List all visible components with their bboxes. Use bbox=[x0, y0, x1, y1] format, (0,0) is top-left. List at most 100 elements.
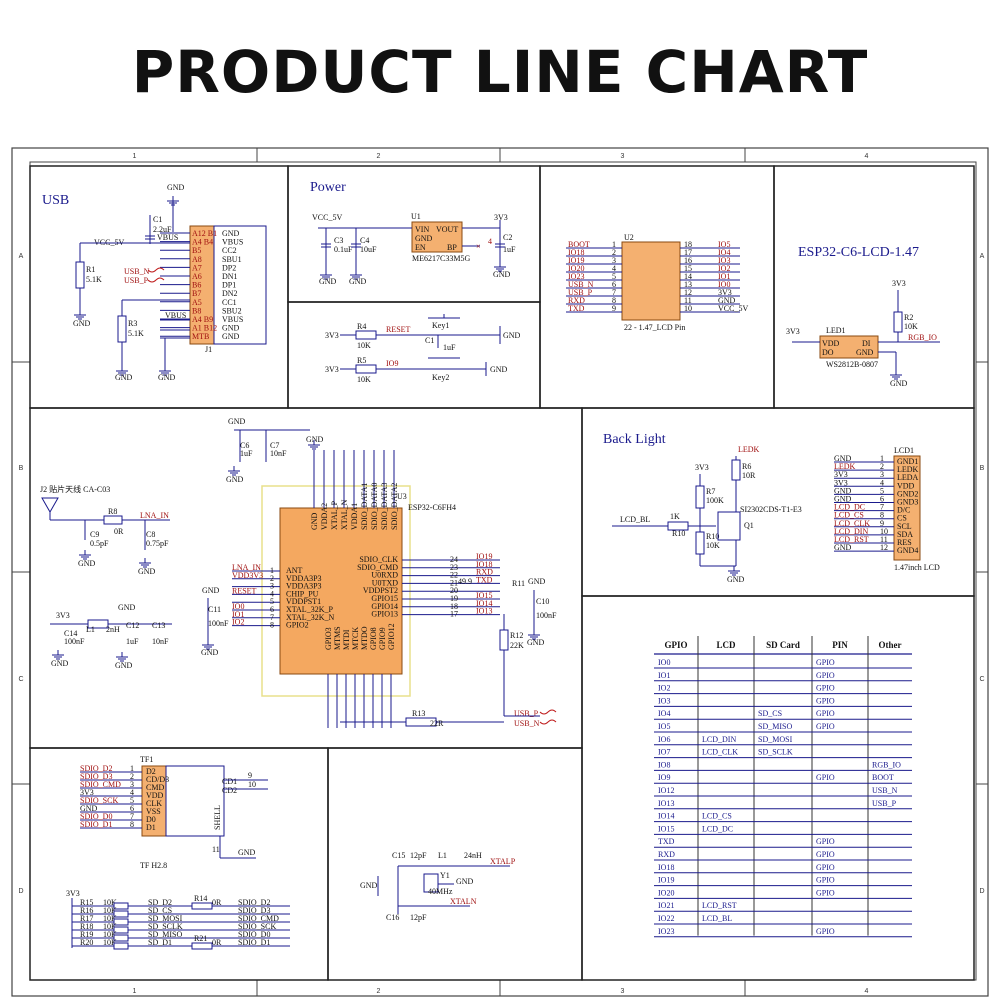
mcu-vdd-net: 3V3 bbox=[56, 611, 70, 620]
frame-col-label: 1 bbox=[133, 153, 137, 160]
usb-gnd-label: GND bbox=[115, 373, 133, 382]
usb-pin-number: A4 B4 bbox=[192, 238, 213, 247]
tf-ref: TF1 bbox=[140, 755, 153, 764]
panel-reset bbox=[287, 301, 541, 409]
mcu-chip bbox=[279, 507, 403, 675]
tfres-series-symbol bbox=[191, 902, 213, 910]
mcu-gnd-label: GND bbox=[306, 435, 324, 444]
lcd-connector-caption: 22 - 1.47_LCD Pin bbox=[624, 323, 685, 332]
backlight-ledk-net: LEDK bbox=[738, 445, 760, 454]
usb-n-net: USB_N bbox=[124, 267, 150, 276]
mcu-r8-value: 0R bbox=[114, 527, 124, 536]
frame-col-label: 2 bbox=[377, 153, 381, 160]
mcu-c14-ref: C14 bbox=[64, 629, 77, 638]
tf-net: SDIO_D0 bbox=[80, 812, 112, 821]
tf-gnd-label: GND bbox=[238, 848, 256, 857]
lcd1-pin-number: 4 bbox=[880, 478, 884, 487]
usb-r1-ref: R1 bbox=[86, 265, 95, 274]
usb-pin-name: DN2 bbox=[222, 289, 238, 298]
mcu-3v3-net: GND bbox=[118, 603, 136, 612]
usb-vbus-net: VBUS bbox=[165, 311, 186, 320]
tf-caption: TF H2.8 bbox=[140, 861, 167, 870]
mcu-top-pin: XTAL_P bbox=[330, 500, 339, 530]
lcd-conn-pin: 10 bbox=[684, 304, 692, 313]
backlight-r6-value: 10R bbox=[742, 471, 756, 480]
gpio-table-cell: GPIO bbox=[816, 722, 835, 731]
lcd-conn-net-right: IO2 bbox=[718, 264, 730, 273]
tf-pin-name: CLK bbox=[146, 799, 162, 808]
lcd-conn-pin: 14 bbox=[684, 272, 692, 281]
lcd1-pin-name: GND2 bbox=[897, 489, 918, 498]
lcd-conn-pin: 11 bbox=[684, 296, 692, 305]
mcu-c8-ref: C8 bbox=[146, 530, 155, 539]
lcd-connector-ref: U2 bbox=[624, 233, 634, 242]
mcu-c7-ref: C7 bbox=[270, 441, 279, 450]
ground-icon bbox=[494, 262, 506, 272]
backlight-r10-value: 10K bbox=[706, 541, 720, 550]
backlight-r7-ref: R7 bbox=[706, 487, 715, 496]
usb-diff-marker bbox=[539, 709, 557, 715]
mcu-pin-number: 2 bbox=[270, 574, 274, 583]
lcd1-connector-box bbox=[893, 455, 921, 561]
tf-pin-number: 9 bbox=[248, 771, 252, 780]
gpio-table-cell: IO4 bbox=[658, 709, 670, 718]
usb-pin-name: CC1 bbox=[222, 298, 237, 307]
tfres-net-sdio: SDIO_D2 bbox=[238, 898, 270, 907]
mosfet-icon bbox=[717, 511, 741, 541]
mcu-pin-number: 6 bbox=[270, 605, 274, 614]
mcu-right-net: IO14 bbox=[476, 599, 492, 608]
usb-pin-number: A4 B9 bbox=[192, 315, 213, 324]
tfres-value: 10K bbox=[103, 914, 117, 923]
frame-row-label: A bbox=[980, 253, 985, 260]
ldo-ic-box bbox=[411, 221, 463, 253]
gpio-table-cell: GPIO bbox=[816, 684, 835, 693]
antenna-icon bbox=[41, 497, 59, 514]
reset-c-ref: C1 bbox=[425, 336, 434, 345]
mcu-left-net: LNA_IN bbox=[232, 563, 261, 572]
gpio-table-cell: GPIO bbox=[816, 696, 835, 705]
tfres-ref: R17 bbox=[80, 914, 93, 923]
lcd-conn-pin: 4 bbox=[612, 264, 616, 273]
reset-gnd-label: GND bbox=[503, 331, 521, 340]
mcu-top-pin: VDDA2 bbox=[320, 503, 329, 530]
mcu-gnd-label: GND bbox=[115, 661, 133, 670]
frame-row-label: B bbox=[19, 465, 24, 472]
io9-gnd-label: GND bbox=[490, 365, 508, 374]
usb-r3-value: 5.1K bbox=[128, 329, 144, 338]
gpio-table-cell: LCD_DC bbox=[702, 824, 733, 833]
backlight-r10-ref: R10 bbox=[706, 532, 719, 541]
crystal-gnd-label: GND bbox=[360, 881, 378, 890]
lcd1-pin-number: 7 bbox=[880, 503, 884, 512]
lcd1-pin-name: GND1 bbox=[897, 457, 918, 466]
mcu-left-pin: GPIO2 bbox=[286, 621, 309, 630]
gpio-table-cell: USB_P bbox=[872, 799, 897, 808]
mcu-bottom-pin: MTMS bbox=[333, 626, 342, 650]
gpio-table-cell: GPIO bbox=[816, 850, 835, 859]
mcu-left-net: IO2 bbox=[232, 618, 244, 627]
mcu-usbn-net: USB_N bbox=[514, 719, 540, 728]
mcu-right-net: IO19 bbox=[476, 552, 492, 561]
tf-pin-name: CD2 bbox=[222, 786, 237, 795]
mcu-pin-number: 8 bbox=[270, 621, 274, 630]
tf-pin-name: VDD bbox=[146, 791, 164, 800]
frame-row-label: A bbox=[19, 253, 24, 260]
tf-pin-name: CD/D3 bbox=[146, 775, 169, 784]
power-vcc-net: VCC_5V bbox=[312, 213, 342, 222]
lcd1-net: GND bbox=[834, 486, 852, 495]
lcd1-net: 3V3 bbox=[834, 470, 848, 479]
mcu-c12-value: 1uF bbox=[126, 637, 139, 646]
mcu-top-pin: GND bbox=[310, 512, 319, 530]
tf-pin-name: CD1 bbox=[222, 777, 237, 786]
gpio-table-header: SD Card bbox=[766, 640, 800, 650]
panel-borders bbox=[29, 165, 975, 981]
gpio-table-cell: IO23 bbox=[658, 927, 674, 936]
mcu-r12-symbol bbox=[499, 629, 509, 651]
lcd1-pin-number: 12 bbox=[880, 543, 888, 552]
esp-section-title: ESP32-C6-LCD-1.47 bbox=[798, 245, 919, 260]
panel-esp bbox=[773, 165, 975, 409]
mcu-r13-value: 22R bbox=[430, 719, 444, 728]
usb-pin-number: A12 B1 bbox=[192, 229, 217, 238]
usb-c1-value: 2.2uF bbox=[153, 225, 172, 234]
usb-vbus-net: VBUS bbox=[157, 233, 178, 242]
io9-3v3-net: 3V3 bbox=[325, 365, 339, 374]
